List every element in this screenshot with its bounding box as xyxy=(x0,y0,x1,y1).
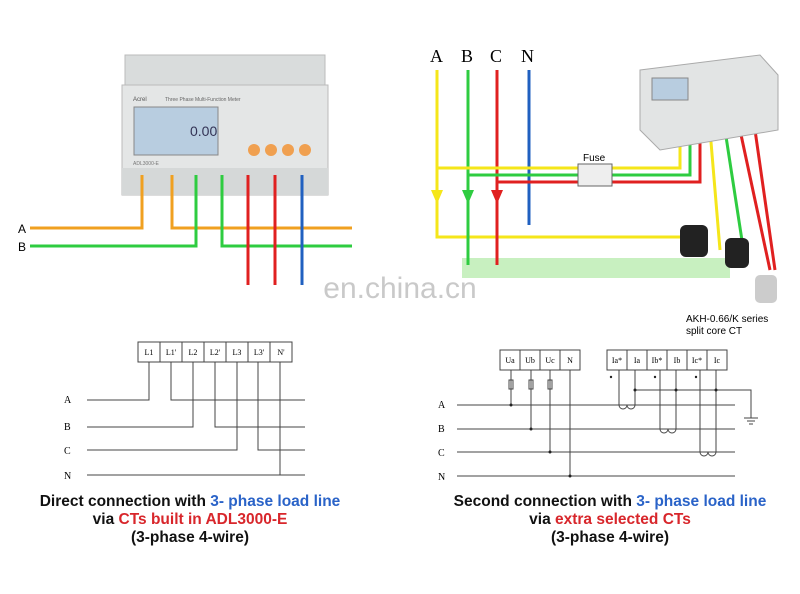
caption-text: (3-phase 4-wire) xyxy=(550,529,669,546)
lcd-display xyxy=(133,106,219,156)
phase-label-a: A xyxy=(430,46,443,66)
caption-highlight: 3- phase load line xyxy=(636,493,767,510)
terminal-label: N' xyxy=(277,348,285,357)
caption-text: via xyxy=(92,511,119,528)
line-label-a: A xyxy=(438,400,446,411)
caption-highlight: 3- phase load line xyxy=(210,493,341,510)
left-photo-wires xyxy=(30,175,352,285)
terminal-label: Ia xyxy=(634,356,641,365)
right-caption: Second connection with 3- phase load lin… xyxy=(410,493,800,547)
left-terminal-block: L1 L1' L2 L2' L3 L3' N' xyxy=(137,341,293,363)
caption-highlight: extra selected CTs xyxy=(555,511,691,528)
terminal-label: Ic xyxy=(714,356,721,365)
meter-model: ADL3000-E xyxy=(133,161,160,167)
fuse-label: Fuse xyxy=(583,153,606,164)
line-label-c: C xyxy=(64,446,71,457)
right-meter-photo xyxy=(639,54,779,151)
terminal-label: Uc xyxy=(545,356,555,365)
line-label-c: C xyxy=(438,448,445,459)
terminal-box xyxy=(706,349,728,371)
left-schematic xyxy=(87,362,305,476)
wire-label-b: B xyxy=(18,240,26,254)
caption-text: (3-phase 4-wire) xyxy=(130,529,249,546)
line-label-b: B xyxy=(438,424,445,435)
watermark: en.china.cn xyxy=(323,272,476,305)
terminal-label: L2 xyxy=(189,348,198,357)
wire-label-a: A xyxy=(18,222,26,236)
phase-label-n: N xyxy=(521,46,534,66)
terminal-label: L3 xyxy=(233,348,242,357)
ct-label-2: split core CT xyxy=(686,326,742,337)
phase-label-b: B xyxy=(461,46,473,66)
caption-text: Direct connection with xyxy=(39,493,211,510)
line-label-n: N xyxy=(438,472,445,483)
right-schematic xyxy=(457,370,758,477)
line-label-a: A xyxy=(64,395,72,406)
line-label-b: B xyxy=(64,422,71,433)
phase-label-c: C xyxy=(490,46,502,66)
meter-title: Three Phase Multi-Function Meter xyxy=(165,97,241,103)
split-core-ct xyxy=(680,225,777,303)
terminal-label: Ub xyxy=(525,356,535,365)
caption-highlight: CTs built in ADL3000-E xyxy=(118,511,288,528)
terminal-label: Ib* xyxy=(652,356,663,365)
terminal-label: L1' xyxy=(166,348,177,357)
terminal-label: L2' xyxy=(210,348,221,357)
terminal-label: L1 xyxy=(145,348,154,357)
line-label-n: N xyxy=(64,471,71,482)
terminal-label: L3' xyxy=(254,348,265,357)
caption-text: via xyxy=(529,511,555,528)
left-meter-photo: 0.00 Acrel Three Phase Multi-Function Me… xyxy=(121,54,329,196)
ct-label: AKH-0.66/K series xyxy=(686,314,768,325)
terminal-label: Ia* xyxy=(612,356,622,365)
terminal-label: N xyxy=(567,356,573,365)
terminal-label: Ic* xyxy=(692,356,702,365)
lcd-value: 0.00 xyxy=(190,123,217,139)
terminal-box xyxy=(559,349,581,371)
fuse-block xyxy=(577,163,613,187)
terminal-box xyxy=(269,341,293,363)
terminal-label: Ib xyxy=(674,356,681,365)
right-terminal-block: Ua Ub Uc N Ia* Ia Ib* Ib Ic* Ic xyxy=(499,349,728,371)
caption-text: Second connection with xyxy=(453,493,637,510)
terminal-label: Ua xyxy=(505,356,515,365)
right-photo-wires xyxy=(435,70,777,278)
left-caption: Direct connection with 3- phase load lin… xyxy=(0,493,380,547)
brand-label: Acrel xyxy=(133,97,147,103)
